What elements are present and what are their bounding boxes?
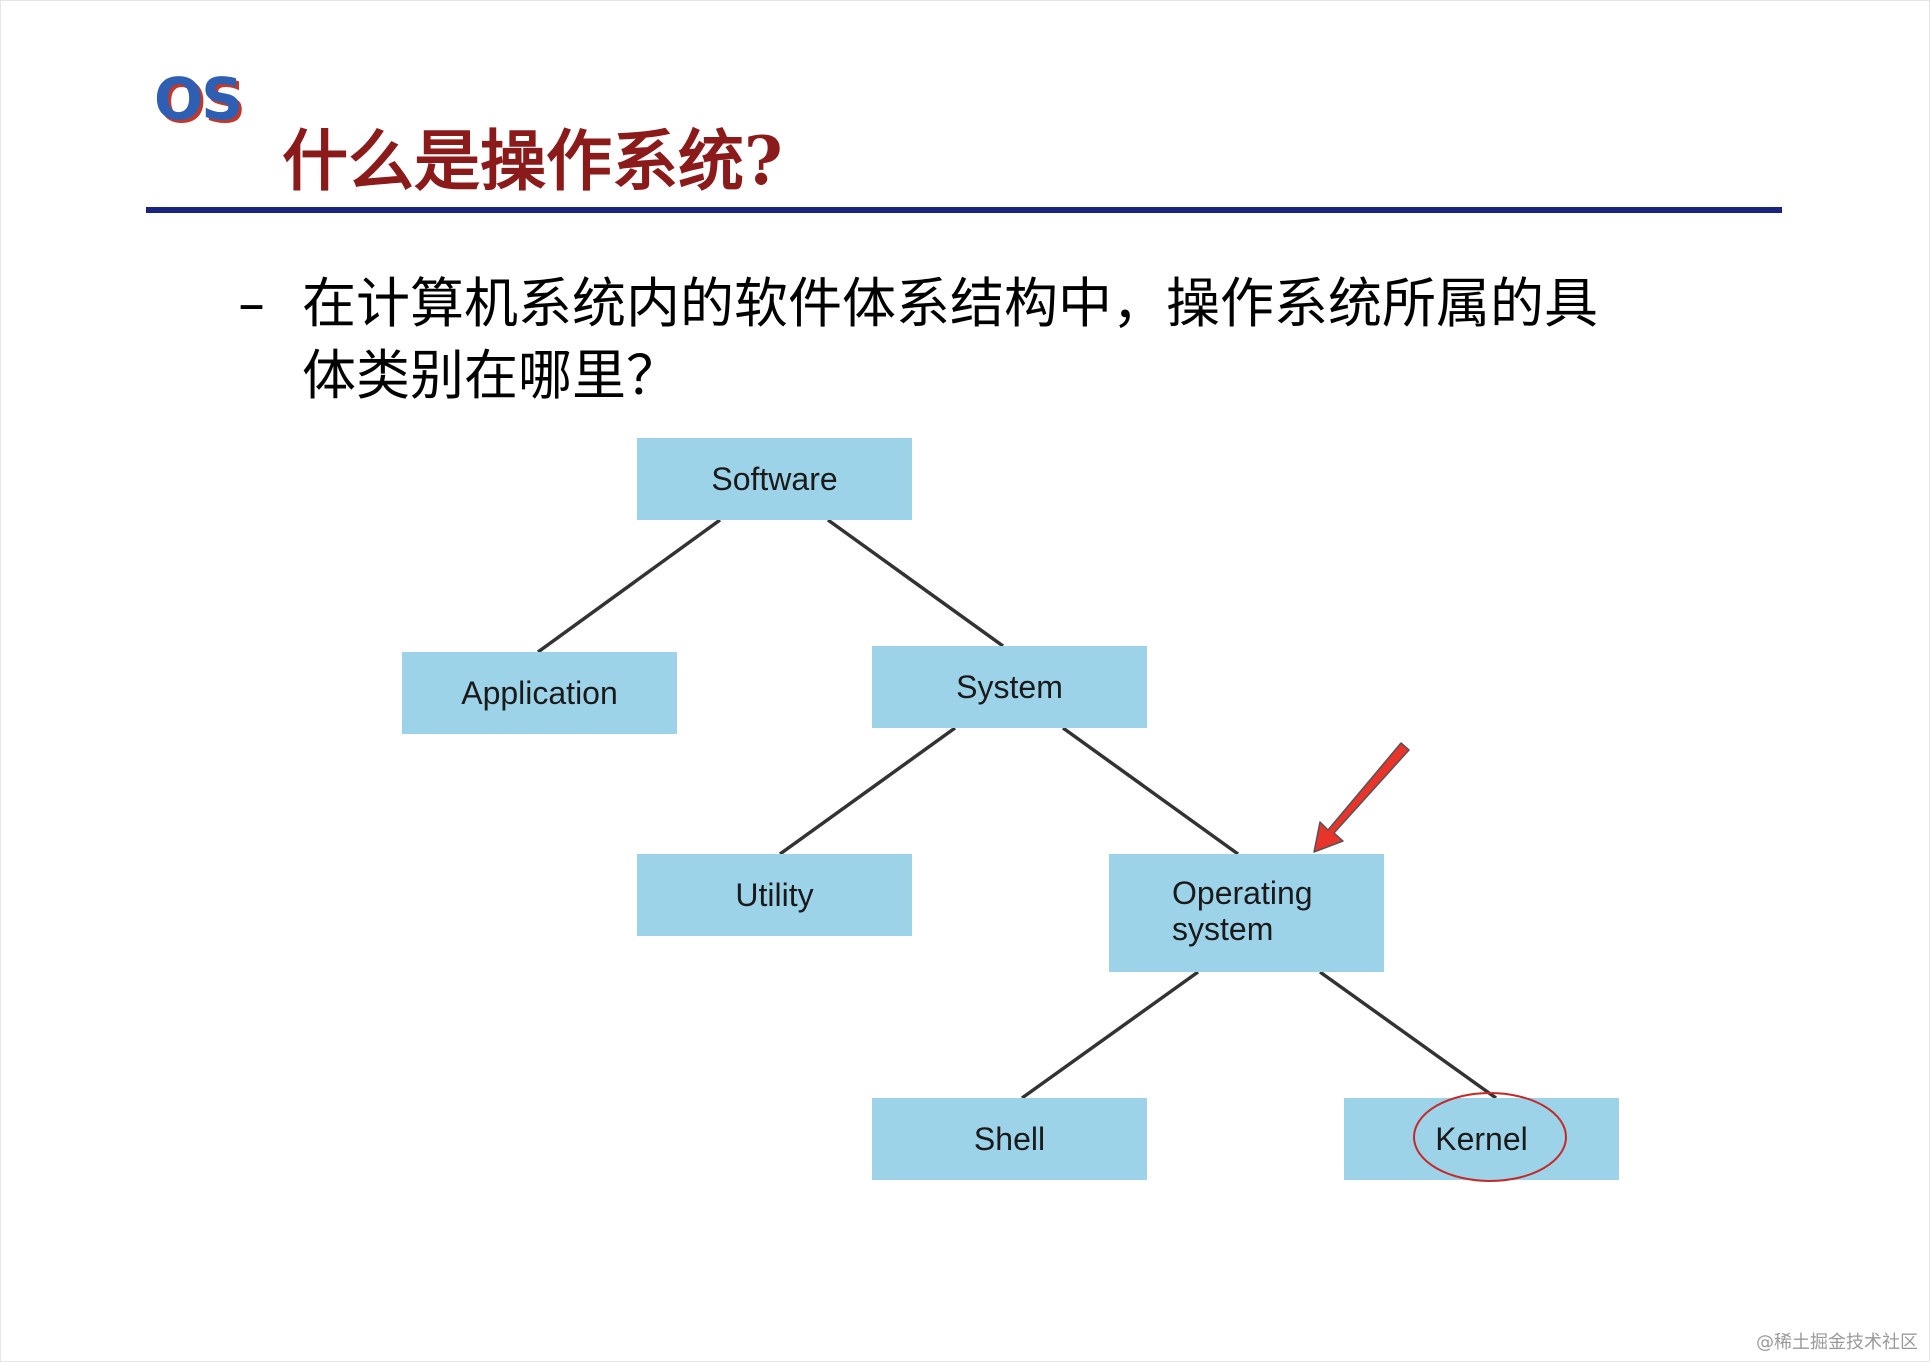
node-label-utility: Utility (735, 877, 813, 913)
highlight-arrow-icon (1313, 742, 1410, 853)
edge-system-to-operating-system (1061, 726, 1240, 856)
edge-operating-system-to-shell (1020, 970, 1200, 1100)
title-divider (146, 207, 1782, 213)
node-label-software: Software (711, 461, 837, 497)
node-box-shell (872, 1098, 1147, 1180)
node-kernel: Kernel (1344, 1098, 1619, 1180)
node-label-shell: Shell (974, 1121, 1045, 1157)
node-box-utility (637, 854, 912, 936)
bullet-dash: – (238, 272, 265, 335)
os-logo: OS (154, 65, 243, 133)
page-title: 什么是操作系统? (282, 122, 783, 200)
node-application: Application (402, 652, 677, 734)
node-label-application: Application (461, 675, 618, 711)
node-box-software (637, 438, 912, 520)
edge-system-to-utility (778, 726, 957, 856)
node-software: Software (637, 438, 912, 520)
node-shell: Shell (872, 1098, 1147, 1180)
node-box-operating-system (1109, 854, 1384, 972)
node-label-system: System (956, 669, 1063, 705)
node-label-kernel: Kernel (1435, 1121, 1528, 1157)
edge-software-to-application (536, 518, 722, 654)
question-text: 在计算机系统内的软件体系结构中，操作系统所属的具体类别在哪里？ (302, 272, 1598, 407)
node-label-operating-system-2: system (1172, 911, 1273, 947)
edge-operating-system-to-kernel (1318, 970, 1498, 1100)
node-box-kernel (1344, 1098, 1619, 1180)
edge-software-to-system (826, 518, 1005, 648)
node-label-operating-system-1: Operating (1172, 875, 1313, 911)
node-box-application (402, 652, 677, 734)
node-box-system (872, 646, 1147, 728)
kernel-highlight-circle (1413, 1092, 1567, 1182)
watermark: @稀土掘金技术社区 (1756, 1332, 1918, 1353)
node-utility: Utility (637, 854, 912, 936)
node-system: System (872, 646, 1147, 728)
